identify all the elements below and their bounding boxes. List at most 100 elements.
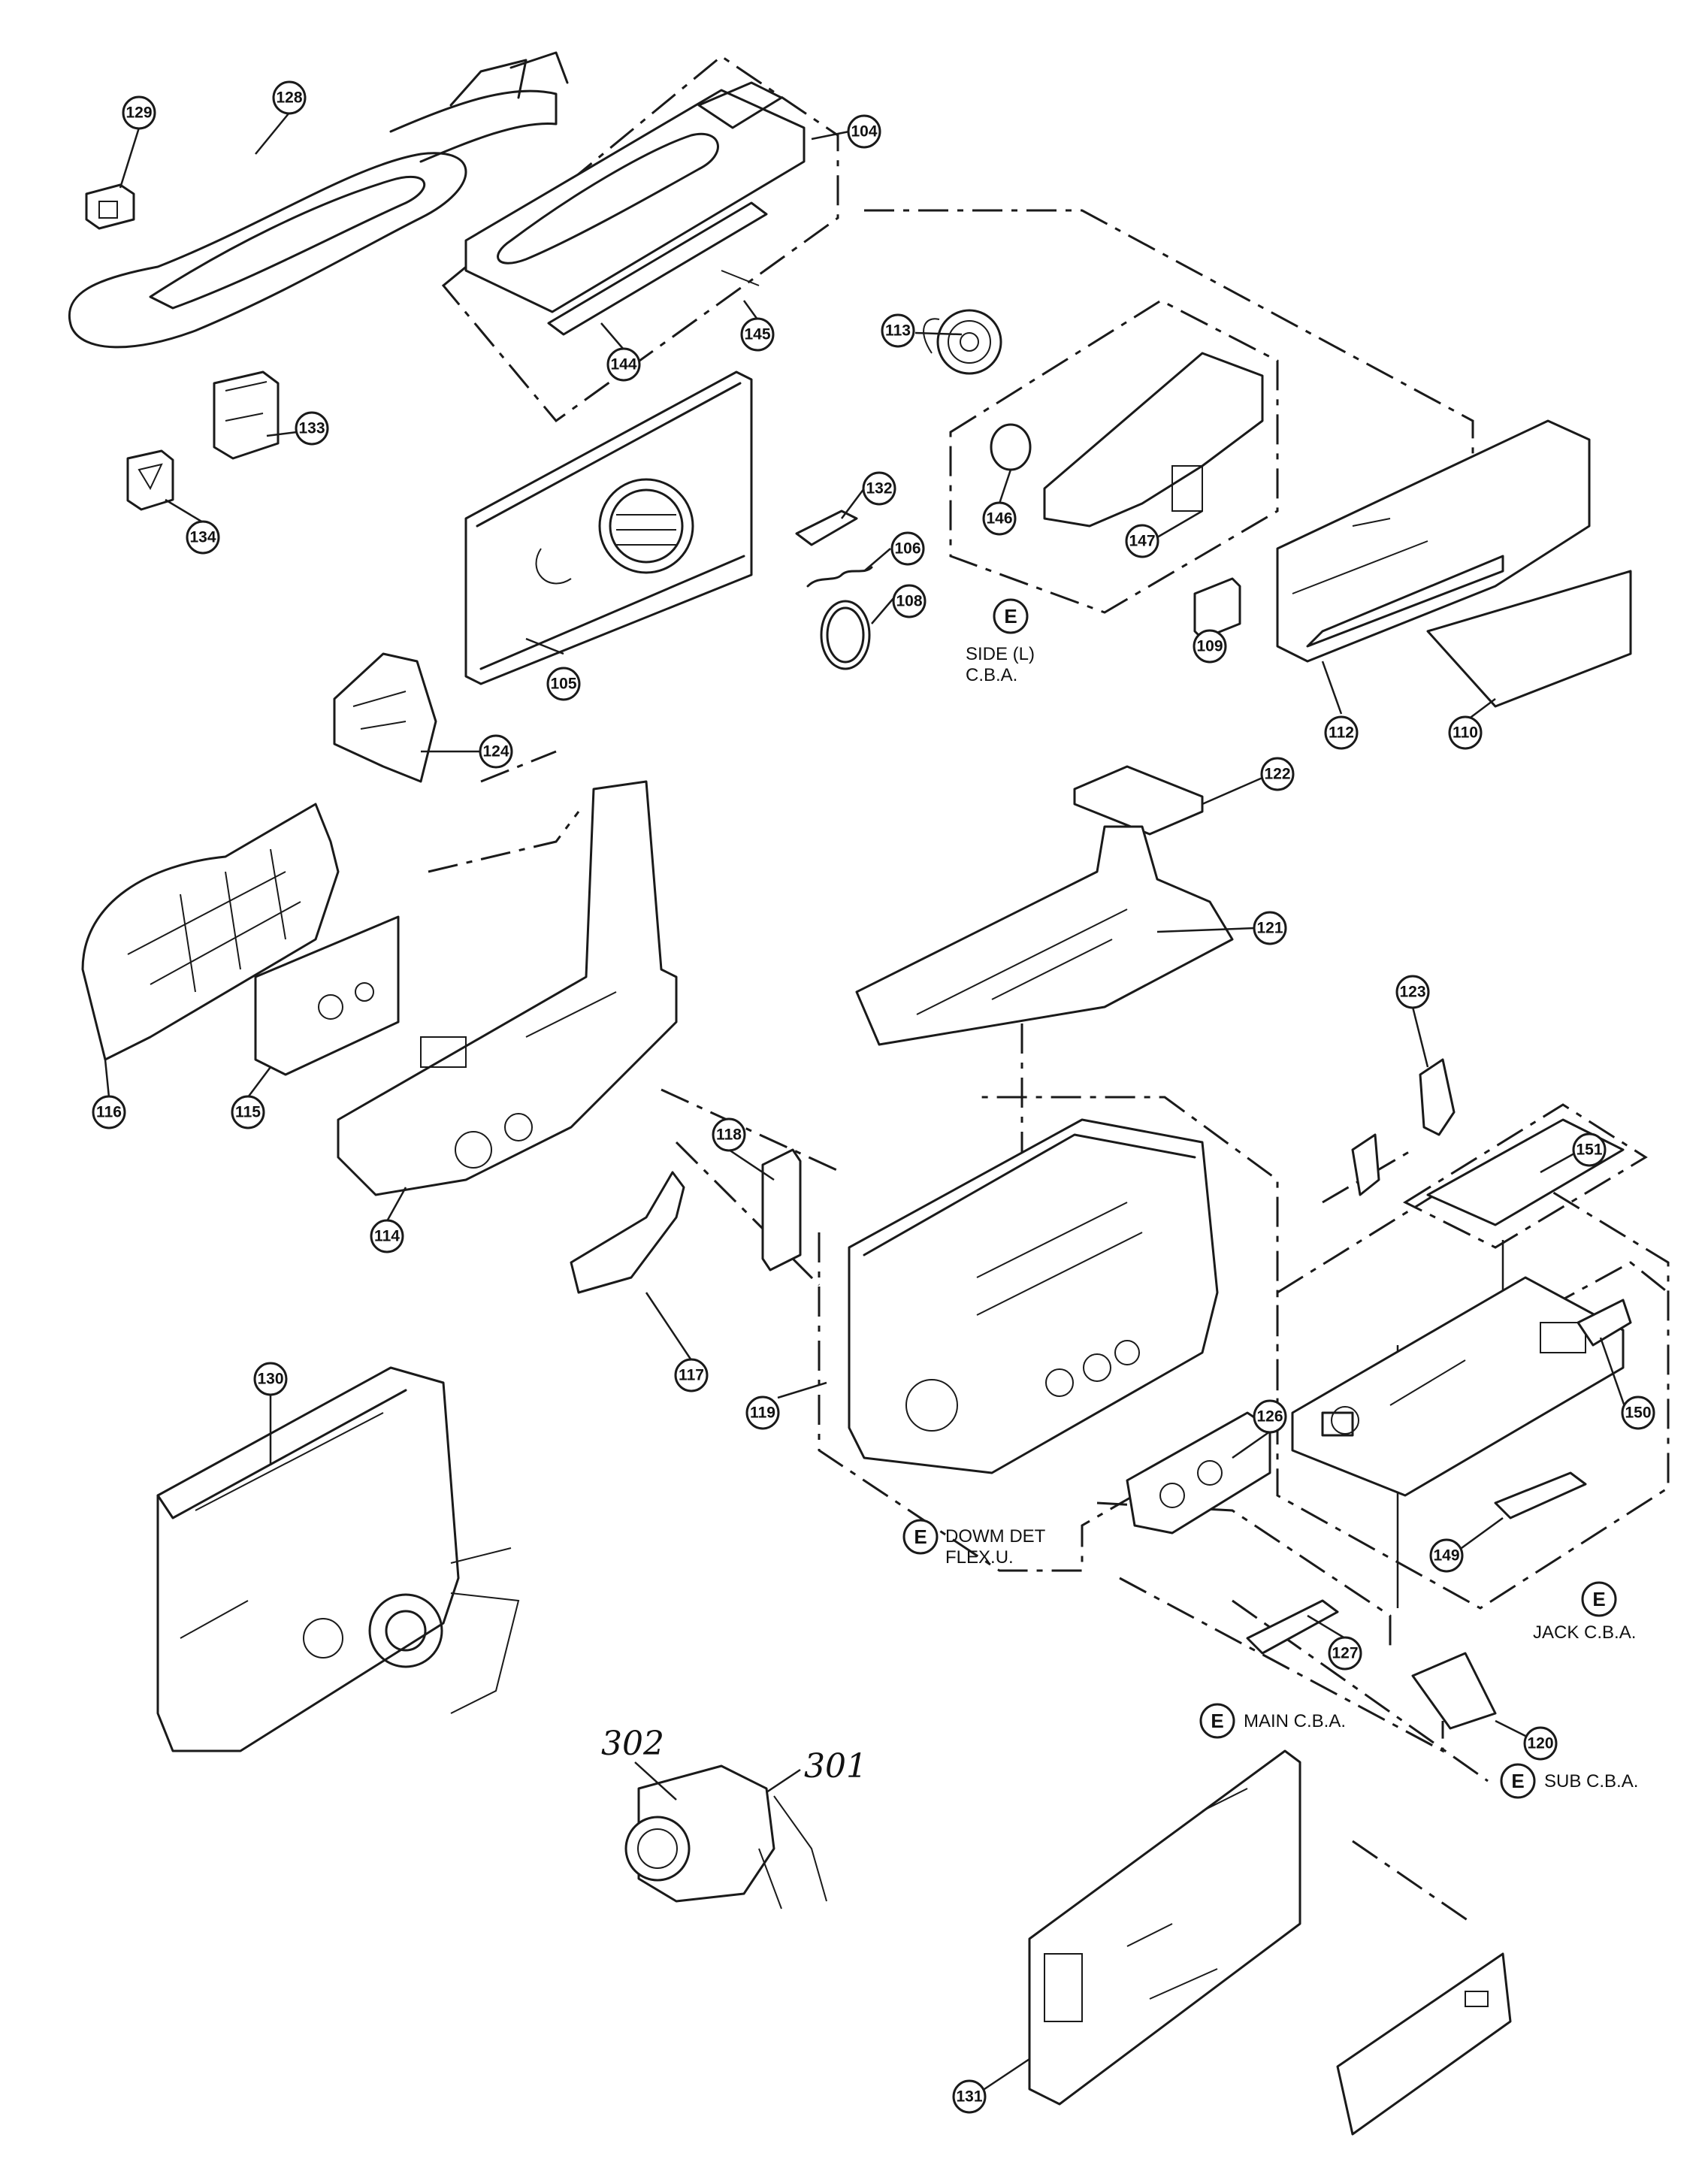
callout-number: 127 <box>1332 1645 1358 1662</box>
part-110-sheet <box>1426 570 1632 708</box>
callout-number: 132 <box>866 480 892 497</box>
callout-130: 130 <box>253 1362 288 1396</box>
flex-120-boundary <box>1119 1577 1444 1753</box>
main-cba-label: MAIN C.B.A. <box>1244 1711 1346 1731</box>
callout-circle <box>1621 1395 1655 1430</box>
callout-circle <box>740 317 775 352</box>
callout-114: 114 <box>370 1219 404 1253</box>
callout-circle <box>1253 1399 1287 1434</box>
callout-number: 133 <box>298 420 325 437</box>
handwritten-301: 301 <box>804 1747 867 1786</box>
main-to-sub-guide <box>1232 1599 1489 1925</box>
callout-circle <box>952 2079 987 2114</box>
callout-circle <box>1448 715 1483 750</box>
callout-number: 119 <box>750 1405 775 1422</box>
callout-circle <box>982 501 1017 536</box>
callout-number: 126 <box>1256 1408 1283 1426</box>
callout-116: 116 <box>92 1095 126 1129</box>
part-112-rear-frame <box>1276 419 1591 663</box>
part-118-cover <box>761 1148 802 1271</box>
callout-number: 113 <box>885 322 911 340</box>
part-124-grip-bracket <box>333 652 437 783</box>
callout-circle <box>1572 1132 1607 1167</box>
side-l-cba-group-boundary <box>949 299 1279 614</box>
part-147-side-board <box>1043 352 1264 528</box>
side-l-label-line1: SIDE (L) <box>966 644 1035 664</box>
callout-129: 129 <box>122 95 156 130</box>
panel-151-boundary <box>1402 1103 1648 1249</box>
callout-circle <box>92 1095 126 1129</box>
callout-133: 133 <box>295 411 329 446</box>
callout-146: 146 <box>982 501 1017 536</box>
leader-lines <box>104 112 1628 2091</box>
part-126-rear-panel <box>1126 1411 1271 1535</box>
callout-number: 108 <box>896 593 922 610</box>
callout-circle <box>1523 1726 1558 1761</box>
e-marker-text: E <box>1592 1588 1605 1610</box>
callout-127: 127 <box>1328 1636 1362 1671</box>
part-113-speaker <box>923 309 1002 375</box>
side-frame-guide <box>428 811 842 1287</box>
callout-number: 149 <box>1433 1547 1459 1565</box>
callout-134: 134 <box>186 520 220 555</box>
callout-number: 130 <box>257 1371 283 1388</box>
callout-number: 128 <box>276 89 302 107</box>
callout-144: 144 <box>606 347 641 382</box>
part-134-latch-cap <box>126 449 174 511</box>
part-129-clip <box>85 183 135 230</box>
callout-120: 120 <box>1523 1726 1558 1761</box>
part-121-upper-frame <box>855 825 1234 1046</box>
part-119-chassis <box>848 1118 1219 1474</box>
part-133-latch <box>213 370 280 460</box>
callout-number: 124 <box>482 743 509 760</box>
dowm-det-label-line1: DOWM DET <box>945 1526 1046 1547</box>
callout-circle <box>1324 715 1359 750</box>
callout-number: 122 <box>1264 766 1290 783</box>
callout-circle <box>1429 1538 1464 1573</box>
callout-circle <box>890 531 925 566</box>
dowm-det-label-line2: FLEX.U. <box>945 1547 1014 1568</box>
assembly-boundaries <box>428 55 1670 1925</box>
callout-104: 104 <box>847 114 881 149</box>
callout-131: 131 <box>952 2079 987 2114</box>
part-150-flex <box>1576 1299 1632 1347</box>
callout-circle <box>847 114 881 149</box>
callout-number: 121 <box>1256 920 1283 937</box>
part-120-flex <box>1411 1652 1497 1730</box>
callout-circle <box>546 667 581 701</box>
callout-number: 115 <box>235 1104 261 1121</box>
callout-145: 145 <box>740 317 775 352</box>
part-122-bracket <box>1073 765 1204 836</box>
callout-circle <box>479 734 513 769</box>
callout-circle <box>745 1395 780 1430</box>
callout-circle <box>253 1362 288 1396</box>
callout-circle <box>674 1358 709 1392</box>
callout-number: 145 <box>744 326 770 343</box>
callout-circle <box>295 411 329 446</box>
callout-circle <box>1253 911 1287 945</box>
callout-number: 129 <box>125 104 152 122</box>
e-marker-dowm-det: E <box>902 1519 939 1555</box>
callout-number: 123 <box>1399 984 1425 1001</box>
callout-119: 119 <box>745 1395 780 1430</box>
e-marker-side-l: E <box>993 598 1029 634</box>
e-marker-text: E <box>1211 1710 1223 1732</box>
callout-number: 104 <box>851 123 877 141</box>
callout-126: 126 <box>1253 1399 1287 1434</box>
callout-149: 149 <box>1429 1538 1464 1573</box>
callout-132: 132 <box>862 471 896 506</box>
part-128-hand-strap <box>68 51 569 349</box>
callout-circle <box>881 313 915 348</box>
part-127-flex <box>1246 1599 1339 1655</box>
callout-121: 121 <box>1253 911 1287 945</box>
callout-circle <box>370 1219 404 1253</box>
callout-number: 116 <box>96 1104 122 1121</box>
e-marker-sub-cba: E <box>1500 1763 1536 1799</box>
jack-cba-label: JACK C.B.A. <box>1533 1622 1636 1643</box>
callout-number: 118 <box>716 1126 742 1144</box>
flex-150-boundary <box>1547 1261 1669 1309</box>
frame-guide-upper <box>480 750 1413 1204</box>
callout-151: 151 <box>1572 1132 1607 1167</box>
callout-number: 131 <box>956 2088 982 2106</box>
callout-circle <box>122 95 156 130</box>
